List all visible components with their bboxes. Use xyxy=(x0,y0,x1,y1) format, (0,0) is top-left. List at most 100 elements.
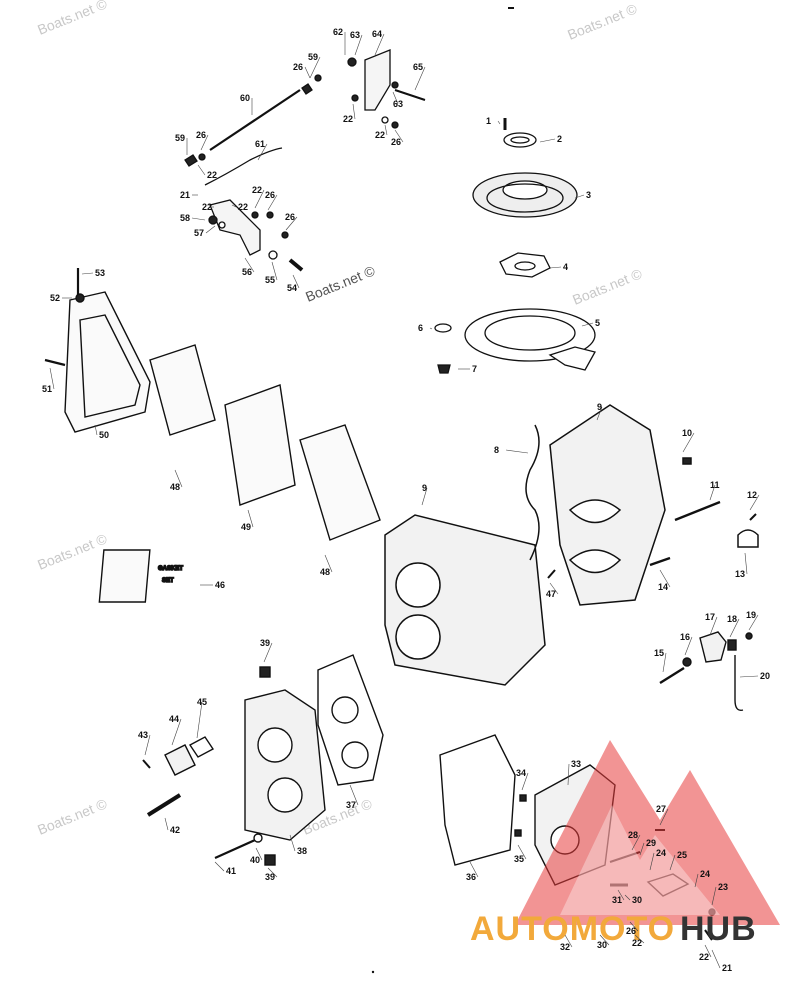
part-49-plate xyxy=(224,384,296,506)
part-18-clip xyxy=(727,639,737,651)
callout-label-33: 33 xyxy=(571,759,581,769)
part-47-pin xyxy=(547,569,556,579)
callout-leader-25 xyxy=(669,854,676,871)
callout-leader-65 xyxy=(414,66,426,91)
callout-label-10: 10 xyxy=(682,428,692,438)
part-63-nut xyxy=(391,81,399,89)
brand-name-left: AUTOMOTO xyxy=(470,910,675,948)
callout-label-38: 38 xyxy=(297,846,307,856)
callout-label-8: 8 xyxy=(494,445,499,455)
callout-leader-22c xyxy=(231,204,237,208)
callout-label-27: 27 xyxy=(656,804,666,814)
cam-bracket-group xyxy=(659,631,753,711)
part-34-plug xyxy=(519,794,527,802)
part-56-bracket xyxy=(209,199,261,256)
part-65-screw xyxy=(394,89,426,101)
brand-triangle-inner xyxy=(560,805,720,915)
part-10-nut xyxy=(682,457,692,465)
crankcase-block xyxy=(384,404,759,686)
part-59-swivel xyxy=(184,154,198,167)
part-35-plug xyxy=(514,829,522,837)
callout-label-65: 65 xyxy=(413,62,423,72)
part-7-screw xyxy=(437,364,451,374)
part-26-nut xyxy=(314,74,322,82)
bearing-stack xyxy=(434,118,596,374)
covers-gaskets: GASKET SET xyxy=(44,268,381,603)
callout-leader-41 xyxy=(214,861,225,872)
callout-leader-26b xyxy=(304,66,311,79)
callout-label-41: 41 xyxy=(226,866,236,876)
callout-label-45: 45 xyxy=(197,697,207,707)
callout-label-26f: 26 xyxy=(626,926,636,936)
callout-label-56: 56 xyxy=(242,267,252,277)
callout-label-50: 50 xyxy=(99,430,109,440)
part-48-gasket xyxy=(299,424,381,541)
part-16-spacer xyxy=(682,657,692,667)
part-20-rod xyxy=(734,655,744,711)
callout-leader-13 xyxy=(744,552,748,575)
callout-leader-36 xyxy=(469,861,479,878)
callout-leader-22e xyxy=(384,124,388,136)
part-39-plug xyxy=(259,666,271,678)
callout-label-46: 46 xyxy=(215,580,225,590)
callout-label-26e: 26 xyxy=(391,137,401,147)
callout-label-59a: 59 xyxy=(175,133,185,143)
callout-label-44: 44 xyxy=(169,714,179,724)
part-59-swivel xyxy=(301,83,313,95)
callout-leader-26c xyxy=(267,194,278,211)
callout-label-63b: 63 xyxy=(393,99,403,109)
callout-leader-37 xyxy=(349,784,359,806)
part-6-washer xyxy=(434,323,452,333)
callout-leader-17 xyxy=(709,616,718,636)
part-3-bearing-bore xyxy=(502,180,548,200)
callout-leader-26e xyxy=(394,129,404,143)
callout-leader-33 xyxy=(567,763,570,786)
callout-leader-43 xyxy=(144,734,151,756)
watermark: Boats.net © xyxy=(35,795,110,838)
callout-leader-23 xyxy=(711,886,717,906)
head-chamber-2 xyxy=(267,777,303,813)
part-57-washer xyxy=(218,221,226,229)
part-5-stator-inner xyxy=(484,315,576,351)
part-22-washer xyxy=(251,211,259,219)
callout-label-15: 15 xyxy=(654,648,664,658)
callout-label-13: 13 xyxy=(735,569,745,579)
cylinder-head-group xyxy=(142,654,384,866)
callout-leader-35 xyxy=(517,844,527,860)
part-43-screw xyxy=(142,759,151,769)
head-chamber-1 xyxy=(257,727,293,763)
part-61-link xyxy=(204,147,283,186)
callout-leader-22h xyxy=(704,944,712,958)
part-2-seal-bore xyxy=(510,136,530,144)
callout-leader-18 xyxy=(729,618,740,638)
callout-label-39b: 39 xyxy=(265,872,275,882)
callout-label-31: 31 xyxy=(612,895,622,905)
watermark: Boats.net © xyxy=(565,0,640,43)
callout-leader-50 xyxy=(94,424,98,436)
callout-label-63a: 63 xyxy=(350,30,360,40)
part-22-washer xyxy=(351,94,359,102)
callout-leader-26d xyxy=(285,216,298,231)
callout-label-24a: 24 xyxy=(656,848,666,858)
callout-label-55: 55 xyxy=(265,275,275,285)
brand-triangle-icon xyxy=(515,740,780,925)
callout-leader-20 xyxy=(739,675,759,678)
callout-leader-1 xyxy=(497,120,501,125)
part-40-washer xyxy=(253,833,263,843)
callout-leader-16 xyxy=(684,636,693,656)
callout-leader-63b xyxy=(392,91,399,105)
callout-label-34: 34 xyxy=(516,768,526,778)
callout-label-57: 57 xyxy=(194,228,204,238)
part-60-rod xyxy=(209,89,301,151)
part-13-clamp xyxy=(737,529,759,548)
callout-leader-22d xyxy=(352,103,356,120)
callout-label-22a: 22 xyxy=(207,170,217,180)
callout-leader-38 xyxy=(289,834,296,852)
callout-leader-58 xyxy=(191,217,206,221)
part-50-cover-rib xyxy=(79,314,141,418)
callout-label-35: 35 xyxy=(514,854,524,864)
callout-label-37: 37 xyxy=(346,800,356,810)
callout-label-25: 25 xyxy=(677,850,687,860)
callout-leader-2 xyxy=(539,138,556,143)
